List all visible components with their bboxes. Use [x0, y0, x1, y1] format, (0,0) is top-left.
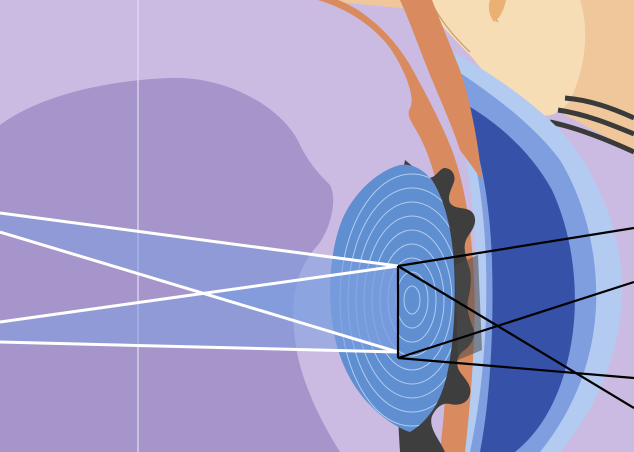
eye-lens-diagram	[0, 0, 634, 452]
diagram-canvas	[0, 0, 634, 452]
